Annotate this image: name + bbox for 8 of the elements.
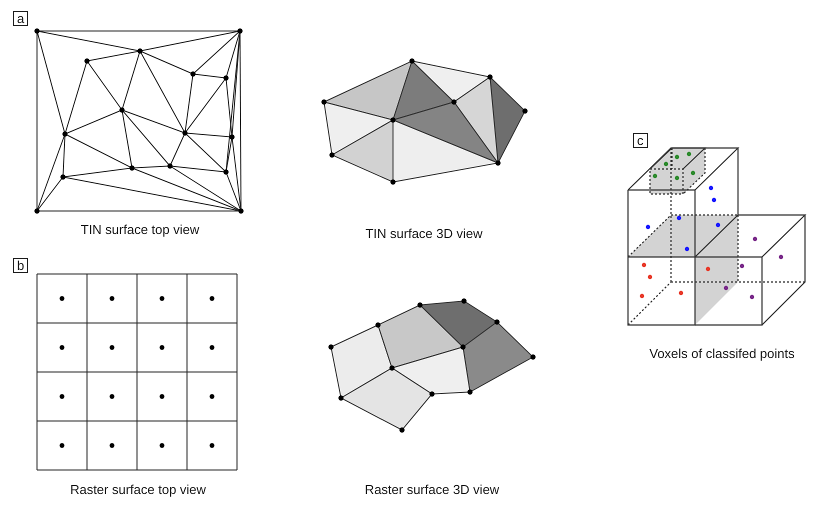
panel-label: a xyxy=(13,11,28,26)
caption-text: Raster surface top view xyxy=(70,482,206,498)
caption-text: Voxels of classifed points xyxy=(649,346,795,362)
caption-text: TIN surface top view xyxy=(80,222,200,238)
panel-label: b xyxy=(13,258,28,273)
panel-label: c xyxy=(633,133,648,148)
caption-text: Raster surface 3D view xyxy=(364,482,500,498)
caption-text: TIN surface 3D view xyxy=(365,226,483,242)
